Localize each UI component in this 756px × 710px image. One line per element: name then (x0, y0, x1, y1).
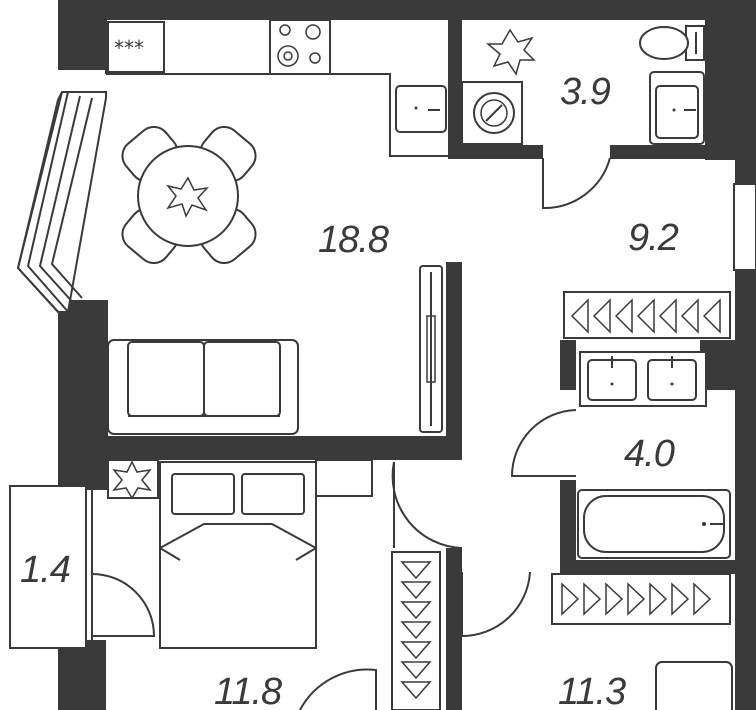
room-right-area: 11.3 (558, 671, 626, 710)
room-right-wardrobe (551, 573, 731, 625)
hallway-wardrobe (563, 183, 756, 339)
plant-icon (166, 176, 209, 218)
kitchen-living-area: 18.8 (318, 219, 389, 261)
balcony (9, 485, 156, 649)
bathroom-small-area: 3.9 (560, 71, 611, 113)
bedroom-area: 11.8 (214, 671, 282, 710)
corridor (391, 461, 733, 710)
cooktop-icon (107, 21, 165, 73)
bathtub-icon (577, 489, 731, 559)
hallway-area: 9.2 (628, 217, 679, 259)
sofa (107, 339, 299, 435)
cooktop-label: *** (114, 36, 144, 60)
plant-icon (485, 28, 536, 76)
tv-unit (419, 265, 443, 433)
bathroom-area: 4.0 (624, 433, 675, 475)
toilet-icon (639, 25, 705, 61)
plant-icon (112, 460, 152, 500)
stove-icon (269, 19, 331, 75)
corridor-wardrobe (391, 551, 441, 710)
kitchen-sink-icon (395, 85, 447, 133)
bay-window (16, 91, 107, 317)
bathroom-fixtures (510, 351, 731, 559)
washbasin-icon (649, 71, 705, 145)
bed-icon (159, 461, 317, 649)
small-bathroom-fixtures (461, 25, 705, 210)
dining-table (121, 125, 257, 265)
kitchen-counter: *** (105, 19, 448, 157)
area-labels: 18.8 3.9 9.2 4.0 1.4 11.8 11.3 (20, 71, 680, 710)
walls (58, 0, 756, 710)
bedroom-fixtures (107, 459, 377, 710)
balcony-area: 1.4 (20, 549, 70, 591)
